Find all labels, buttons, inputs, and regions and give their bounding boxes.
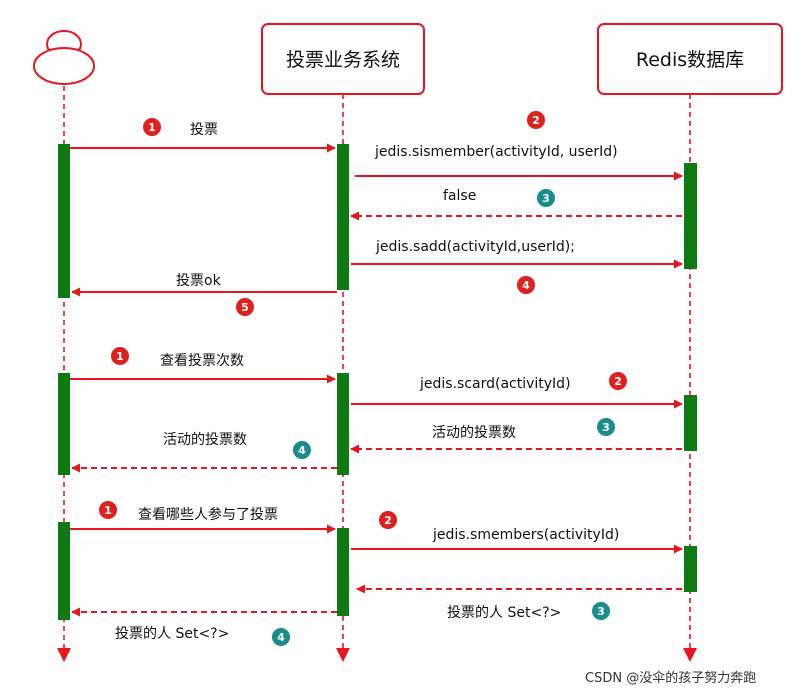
activation-vote-2 <box>337 373 349 475</box>
svg-text:3: 3 <box>602 421 610 434</box>
message-s2-2: jedis.scard(activityId) 2 <box>351 370 683 409</box>
actor-user <box>33 30 95 85</box>
message-label: jedis.sismember(activityId, userId) <box>374 144 618 160</box>
activation-redis-2 <box>684 395 697 451</box>
activation-redis-3 <box>684 546 697 592</box>
step-badge: 2 <box>607 370 629 392</box>
participant-redis: Redis数据库 <box>597 23 783 95</box>
svg-text:1: 1 <box>104 504 112 517</box>
message-s3-3: 投票的人 Set<?> 3 <box>356 584 682 622</box>
message-label: false <box>443 188 476 204</box>
message-s2-1: 查看投票次数 1 <box>70 345 336 384</box>
message-label: 查看投票次数 <box>160 353 244 369</box>
activation-vote-1 <box>337 144 349 290</box>
actor-body <box>33 47 95 85</box>
activation-vote-3 <box>337 528 349 616</box>
activation-user-3 <box>58 522 70 620</box>
message-label: jedis.sadd(activityId,userId); <box>375 239 575 255</box>
participant-vote-label: 投票业务系统 <box>286 49 400 71</box>
svg-text:3: 3 <box>597 605 605 618</box>
activation-user-1 <box>58 144 70 298</box>
message-label: 投票 <box>190 122 218 138</box>
step-badge: 1 <box>141 116 163 138</box>
svg-text:1: 1 <box>116 350 124 363</box>
message-s3-4: 投票的人 Set<?> 4 <box>71 607 337 648</box>
lifeline-end-arrow-redis <box>683 648 697 662</box>
message-label: jedis.smembers(activityId) <box>432 527 619 543</box>
svg-text:5: 5 <box>241 301 249 314</box>
step-badge: 2 <box>525 109 547 131</box>
step-badge: 1 <box>109 345 131 367</box>
lifelines <box>57 86 697 662</box>
svg-text:4: 4 <box>298 444 306 457</box>
step-badge: 3 <box>595 416 617 438</box>
message-label: 投票的人 Set<?> <box>115 626 229 642</box>
step-badge: 2 <box>377 509 399 531</box>
message-label: 活动的投票数 <box>163 432 247 448</box>
svg-text:4: 4 <box>522 279 530 292</box>
lifeline-end-arrow-user <box>57 648 71 662</box>
lifeline-end-arrow-vote <box>336 648 350 662</box>
message-label: jedis.scard(activityId) <box>419 376 571 392</box>
step-badge: 4 <box>515 274 537 296</box>
svg-text:1: 1 <box>148 121 156 134</box>
activations <box>58 144 697 620</box>
message-label: 查看哪些人参与了投票 <box>138 506 278 523</box>
step-badge: 1 <box>97 499 119 521</box>
activation-user-2 <box>58 373 70 475</box>
step-badge: 3 <box>590 600 612 622</box>
message-label: 活动的投票数 <box>432 425 516 441</box>
participant-redis-label: Redis数据库 <box>636 49 744 71</box>
message-s1-1: 投票 1 <box>70 116 336 153</box>
activation-redis-1 <box>684 163 697 269</box>
svg-text:4: 4 <box>277 631 285 644</box>
participant-vote-system: 投票业务系统 <box>261 23 425 95</box>
svg-text:2: 2 <box>614 375 622 388</box>
svg-text:3: 3 <box>542 192 550 205</box>
message-s1-2: jedis.sismember(activityId, userId) 2 <box>355 109 683 181</box>
step-badge: 4 <box>291 439 313 461</box>
svg-text:2: 2 <box>384 514 392 527</box>
message-s1-5: 投票ok 5 <box>71 273 337 318</box>
message-s3-1: 查看哪些人参与了投票 1 <box>70 499 336 534</box>
message-label: 投票的人 Set<?> <box>447 605 561 621</box>
message-label: 投票ok <box>176 273 222 289</box>
message-s1-3: false 3 <box>350 187 682 221</box>
step-badge: 5 <box>234 296 256 318</box>
step-badge: 4 <box>270 626 292 648</box>
message-s1-4: jedis.sadd(activityId,userId); 4 <box>351 239 683 296</box>
message-s2-4: 活动的投票数 4 <box>71 432 337 473</box>
step-badge: 3 <box>535 187 557 209</box>
svg-text:2: 2 <box>532 114 540 127</box>
message-s3-2: jedis.smembers(activityId) 2 <box>351 509 683 554</box>
watermark-text: CSDN @没伞的孩子努力奔跑 <box>585 670 756 686</box>
message-s2-3: 活动的投票数 3 <box>350 416 682 454</box>
